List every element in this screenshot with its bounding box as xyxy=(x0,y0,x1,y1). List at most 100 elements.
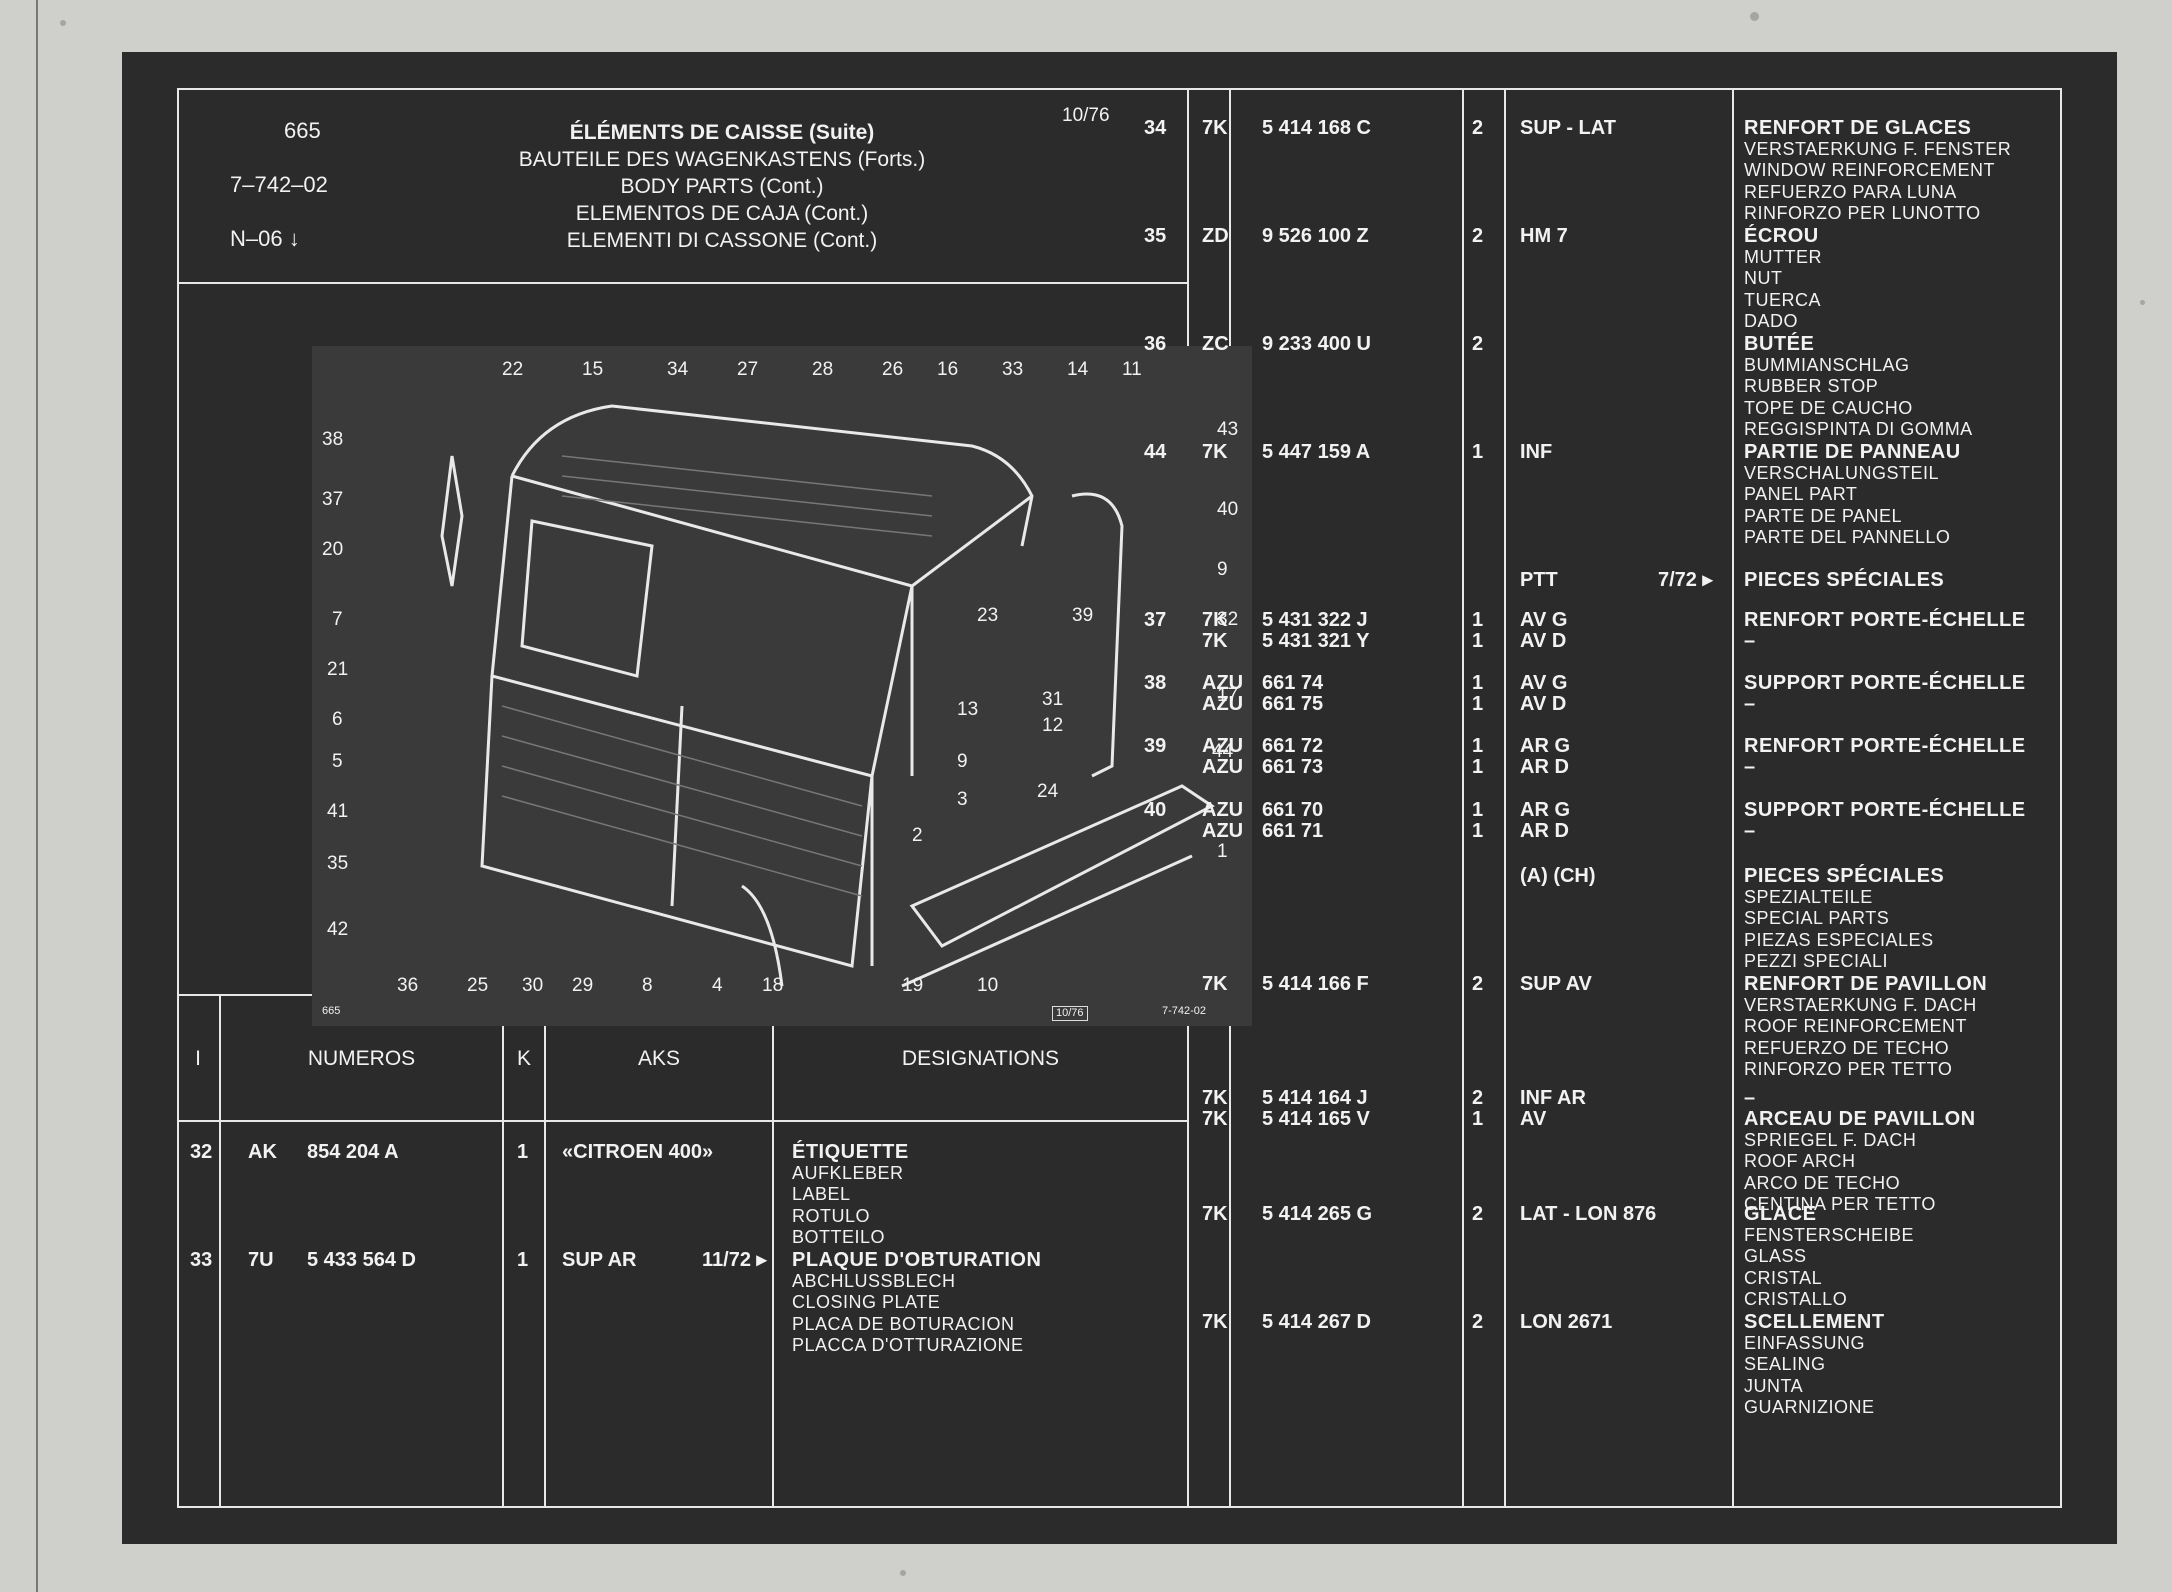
row-k: 2 xyxy=(1472,1203,1484,1225)
row-aks: HM 7 xyxy=(1520,225,1568,247)
designation-main: – xyxy=(1744,756,1756,778)
row-i: 33 xyxy=(190,1249,213,1271)
row-aks: AV G xyxy=(1520,609,1568,631)
paper-speck xyxy=(1750,12,1759,21)
row-aks: LAT - LON 876 xyxy=(1520,1203,1657,1225)
designation-translation: VERSTAERKUNG F. DACH xyxy=(1744,994,1977,1015)
left-col-k xyxy=(544,994,546,1508)
body-ribbing xyxy=(501,455,933,897)
row-note: 7/72 ▸ xyxy=(1658,569,1713,591)
row-k: 2 xyxy=(1472,973,1484,995)
designation-main: PARTIE DE PANNEAU xyxy=(1744,441,1961,463)
callout: 14 xyxy=(1067,359,1089,380)
designation-translation: PLACA DE BOTURACION xyxy=(792,1313,1015,1334)
row-num: 9 233 400 U xyxy=(1262,333,1371,355)
designation-main: – xyxy=(1744,630,1756,652)
row-aks: «CITROEN 400» xyxy=(562,1141,714,1163)
row-k: 1 xyxy=(1472,756,1484,778)
col-head-numeros: NUMEROS xyxy=(307,1047,416,1070)
designation-translation: ARCO DE TECHO xyxy=(1744,1172,1901,1193)
row-pre: 7U xyxy=(248,1249,274,1271)
designation-main: SUPPORT PORTE-ÉCHELLE xyxy=(1744,672,2026,694)
row-i: 40 xyxy=(1144,799,1167,821)
page-number: 665 xyxy=(284,118,321,143)
designation-translation: PARTE DEL PANNELLO xyxy=(1744,527,1951,547)
row-note: 11/72 ▸ xyxy=(702,1249,767,1271)
row-k: 2 xyxy=(1472,1311,1484,1333)
header-divider xyxy=(177,282,1189,284)
row-num: 5 414 168 C xyxy=(1262,117,1371,139)
panel-seam xyxy=(670,705,684,907)
paper-speck xyxy=(900,1570,906,1576)
callout: 20 xyxy=(322,539,344,560)
row-pre: 7K xyxy=(1202,973,1228,995)
row-aks: AV G xyxy=(1520,672,1568,694)
designation-main: PIECES SPÉCIALES xyxy=(1744,865,1945,887)
row-num: 661 75 xyxy=(1262,693,1324,715)
callout: 7 xyxy=(332,609,343,630)
callout: 12 xyxy=(1042,715,1064,736)
row-aks: SUP AR xyxy=(562,1249,637,1271)
row-i: 36 xyxy=(1144,333,1167,355)
row-aks: PTT xyxy=(1520,569,1558,591)
designation-translation: GLASS xyxy=(1744,1246,1807,1266)
row-aks: (A) (CH) xyxy=(1520,865,1596,887)
sub-ref-text: N–06 xyxy=(230,226,283,251)
callout: 39 xyxy=(1072,605,1094,626)
row-i: 35 xyxy=(1144,225,1167,247)
designation-main: BUTÉE xyxy=(1744,333,1815,355)
callout: 38 xyxy=(322,429,344,450)
row-pre: ZC xyxy=(1202,333,1229,355)
row-aks: AV D xyxy=(1520,630,1567,652)
designation-translation: DADO xyxy=(1744,311,1799,331)
designation-translation: LABEL xyxy=(792,1184,851,1204)
row-aks: AR G xyxy=(1520,799,1570,821)
row-k: 1 xyxy=(1472,630,1484,652)
callout: 34 xyxy=(667,359,689,380)
callout: 10 xyxy=(977,975,999,996)
designation-translation: ROOF ARCH xyxy=(1744,1151,1856,1171)
wheel-arch xyxy=(741,884,784,987)
col-head-aks: AKS xyxy=(637,1047,681,1070)
designation-translation: AUFKLEBER xyxy=(792,1162,904,1183)
lower-panel xyxy=(480,675,874,968)
row-aks: INF xyxy=(1520,441,1553,463)
col-head-i: I xyxy=(195,1047,201,1070)
row-k: 2 xyxy=(1472,333,1484,355)
row-k: 1 xyxy=(1472,820,1484,842)
row-pre: 7K xyxy=(1202,117,1228,139)
row-num: 854 204 A xyxy=(307,1141,399,1163)
callout: 21 xyxy=(327,659,349,680)
callout: 13 xyxy=(957,699,979,720)
designation-translation: CLOSING PLATE xyxy=(792,1292,941,1312)
designation-translation: RINFORZO PER LUNOTTO xyxy=(1744,203,1981,223)
col-head-k: K xyxy=(516,1047,531,1070)
designation-main: – xyxy=(1744,820,1756,842)
callout: 6 xyxy=(332,709,343,730)
designation-main: RENFORT PORTE-ÉCHELLE xyxy=(1744,609,2026,631)
designation-translation: SPEZIALTEILE xyxy=(1744,886,1873,907)
callout: 41 xyxy=(327,801,349,822)
designation-main: SUPPORT PORTE-ÉCHELLE xyxy=(1744,799,2026,821)
left-col-i xyxy=(219,994,221,1508)
row-pre: 7K xyxy=(1202,1087,1228,1109)
row-k: 1 xyxy=(1472,735,1484,757)
callout: 43 xyxy=(1217,419,1239,440)
row-num: 5 414 164 J xyxy=(1262,1087,1368,1109)
row-i: 38 xyxy=(1144,672,1167,694)
callout: 8 xyxy=(642,975,653,996)
callout: 35 xyxy=(327,853,349,874)
designation-translation: PIEZAS ESPECIALES xyxy=(1744,929,1934,950)
paper-speck xyxy=(2140,300,2145,305)
row-num: 661 70 xyxy=(1262,799,1324,821)
row-num: 661 71 xyxy=(1262,820,1324,842)
callout: 22 xyxy=(502,359,524,380)
row-k: 1 xyxy=(1472,441,1484,463)
table-head-divider xyxy=(177,1120,1189,1122)
row-num: 5 414 166 F xyxy=(1262,973,1369,995)
designation-main: ÉTIQUETTE xyxy=(792,1141,909,1163)
drawing-footer-ref: 7-742-02 xyxy=(1162,1005,1207,1017)
sill-rail xyxy=(909,784,1215,948)
row-pre: AZU xyxy=(1202,820,1244,842)
drawing-ref: 7–742–02 xyxy=(230,172,328,197)
